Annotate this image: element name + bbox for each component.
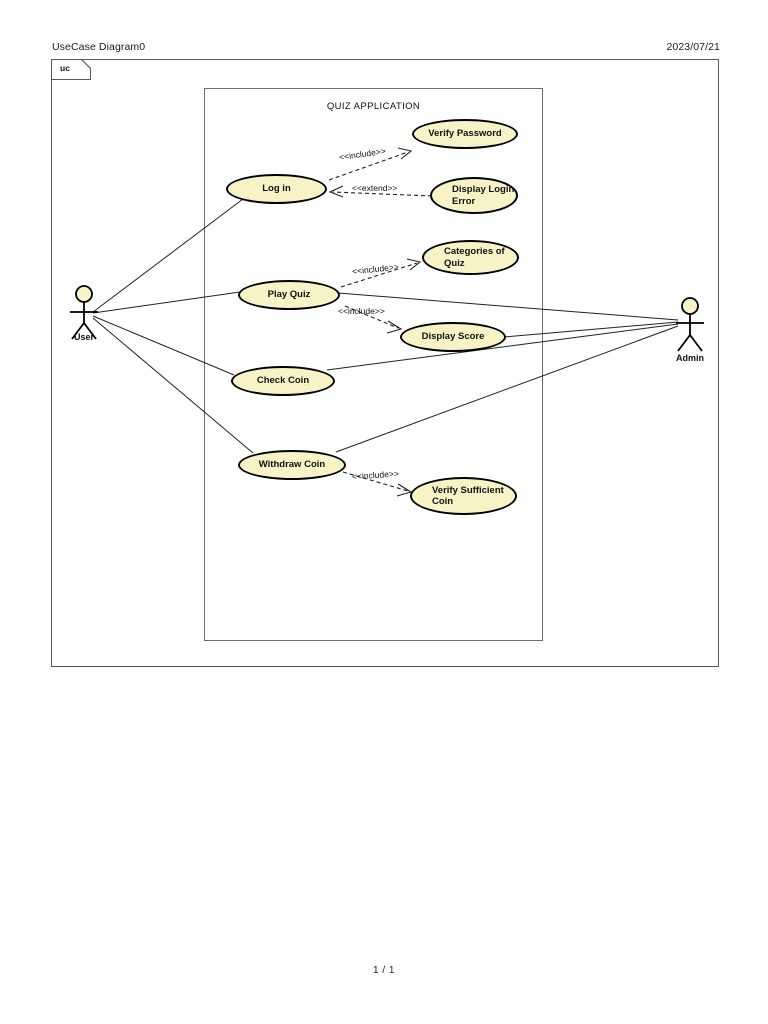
use-case-verify-password[interactable]: Verify Password [412, 119, 518, 149]
frame-tag-shape [51, 59, 91, 80]
actor-admin-icon[interactable] [668, 297, 712, 357]
actor-user-label: User [73, 332, 94, 342]
use-case-check-coin[interactable]: Check Coin [231, 366, 335, 396]
use-case-categories-of-quiz-label: Categories of Quiz [444, 246, 505, 269]
use-case-display-score-label: Display Score [421, 331, 485, 343]
use-case-display-score[interactable]: Display Score [400, 322, 506, 352]
use-case-verify-sufficient-coin-label: Verify Sufficient Coin [432, 484, 504, 507]
system-boundary-title: QUIZ APPLICATION [326, 101, 421, 112]
stereotype-include-playquiz-display-score: <<include>> [338, 306, 385, 316]
use-case-categories-of-quiz[interactable]: Categories of Quiz [422, 240, 519, 275]
use-case-display-login-error[interactable]: Display Login Error [430, 177, 518, 214]
system-boundary [204, 88, 543, 641]
use-case-verify-password-label: Verify Password [428, 128, 502, 140]
use-case-withdraw-coin[interactable]: Withdraw Coin [238, 450, 346, 480]
stereotype-extend-login-error: <<extend>> [352, 183, 398, 193]
use-case-log-in[interactable]: Log in [226, 174, 327, 204]
diagram-date: 2023/07/21 [666, 41, 720, 53]
actor-admin-label: Admin [676, 353, 704, 363]
actor-user-icon[interactable] [62, 285, 106, 345]
use-case-check-coin-label: Check Coin [256, 375, 310, 387]
use-case-play-quiz-label: Play Quiz [267, 289, 311, 301]
use-case-display-login-error-label: Display Login Error [452, 184, 515, 207]
use-case-log-in-label: Log in [262, 183, 291, 195]
use-case-verify-sufficient-coin[interactable]: Verify Sufficient Coin [410, 477, 517, 515]
page-footer: 1 / 1 [373, 965, 395, 976]
diagram-title: UseCase Diagram0 [52, 41, 146, 53]
use-case-play-quiz[interactable]: Play Quiz [238, 280, 340, 310]
use-case-withdraw-coin-label: Withdraw Coin [258, 459, 326, 471]
frame-tag-label: uc [60, 63, 70, 73]
